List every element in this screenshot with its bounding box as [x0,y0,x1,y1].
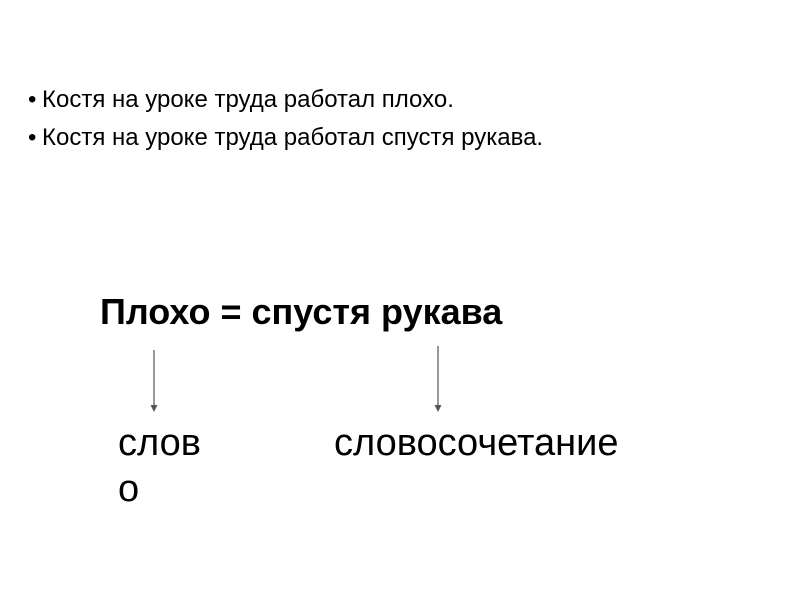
bullet-item-2: • Костя на уроке труда работал спустя ру… [28,122,608,154]
label-phrase: словосочетание [334,422,619,464]
bullet-marker: • [28,86,37,113]
arrow-left-icon [150,350,158,412]
bullet-item-1: • Костя на уроке труда работал плохо. [28,84,608,116]
equation-heading: Плохо = спустя рукава [100,291,503,332]
label-word: слово [118,422,201,510]
bullet-marker: • [28,124,37,151]
bullet-text-1: Костя на уроке труда работал плохо. [42,86,454,113]
bullet-list: • Костя на уроке труда работал плохо. • … [28,84,608,160]
bullet-text-2: Костя на уроке труда работал спустя рука… [42,124,544,151]
arrow-right-icon [434,346,442,412]
